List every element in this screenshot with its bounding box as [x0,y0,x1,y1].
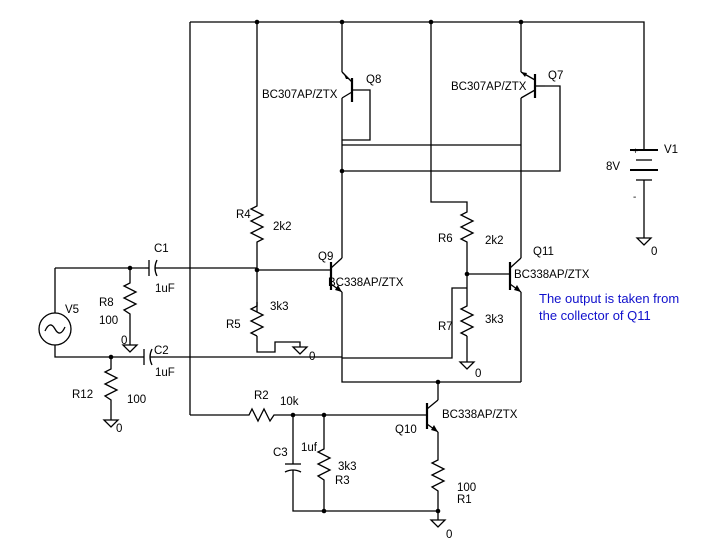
label-c3: C3 [273,447,288,459]
label-r4-value: 2k2 [273,221,292,233]
label-gnd-r5: 0 [309,351,315,363]
label-c1: C1 [154,243,169,255]
resistor-r8 [122,278,138,318]
label-gnd-r7: 0 [475,368,481,380]
label-r2-value: 10k [280,396,299,408]
capacitor-c3 [284,460,302,476]
label-r7-value: 3k3 [485,314,504,326]
label-v1-minus: - [633,192,636,203]
ground-bottom [429,519,447,528]
transistor-q9 [329,257,343,293]
label-c3-value: 1uf [301,442,318,454]
resistor-r2 [245,407,277,423]
wires [54,21,645,520]
label-gnd-v1: 0 [651,246,657,258]
label-q7: Q7 [548,70,563,82]
label-r4: R4 [236,209,251,221]
label-q8: Q8 [366,74,381,86]
transistor-q10 [425,399,439,433]
label-r3-value: 3k3 [338,461,357,473]
transistor-q11 [508,257,522,293]
component-labels: C1 1uF C2 1uF C3 1uf R4 2k2 R5 3k3 R6 2k… [65,70,678,541]
junction-dots [108,19,524,514]
label-q10: Q10 [395,424,417,436]
resistor-r3 [316,444,332,484]
output-note-line1: The output is taken from [539,291,679,306]
label-r5-value: 3k3 [270,301,289,313]
label-c2: C2 [154,345,169,357]
label-q11: Q11 [533,246,554,258]
resistor-r1 [430,455,446,495]
label-q8-part: BC307AP/ZTX [262,89,338,101]
label-r2: R2 [254,390,269,402]
label-q9: Q9 [318,251,333,263]
resistor-r5 [249,302,265,337]
label-gnd-r8: 0 [121,335,127,347]
label-c2-value: 1uF [155,367,175,379]
label-r8-value: 100 [99,315,118,327]
capacitor-c2 [140,348,155,366]
label-q7-part: BC307AP/ZTX [451,81,527,93]
battery-v1 [630,149,658,182]
label-r12-value: 100 [127,394,146,406]
label-q9-part: BC338AP/ZTX [328,277,404,289]
resistor-r12 [103,365,119,403]
transistor-q7 [520,71,545,99]
label-v1-value: 8V [606,161,620,173]
ground-r8 [121,344,139,353]
label-q11-part: BC338AP/ZTX [514,269,590,281]
label-v1: V1 [664,144,678,156]
label-gnd-r12: 0 [116,423,122,435]
label-r5: R5 [226,319,241,331]
capacitor-c1 [145,259,160,277]
label-r6: R6 [438,233,453,245]
label-r6-value: 2k2 [485,235,504,247]
resistor-r4 [249,200,265,246]
label-r3: R3 [335,475,350,487]
label-c1-value: 1uF [155,283,175,295]
output-note-line2: the collector of Q11 [539,308,651,323]
label-v5: V5 [65,304,79,316]
voltage-source-v5 [38,312,72,346]
label-q10-part: BC338AP/ZTX [442,409,518,421]
ground-r12 [102,419,120,428]
label-r7: R7 [438,321,453,333]
resistor-r6 [459,208,475,246]
ground-v1 [635,237,653,246]
ground-r5 [291,346,309,355]
label-r8: R8 [99,297,114,309]
ground-r7 [458,361,476,370]
label-r12: R12 [72,389,93,401]
label-r1-value: 100 [457,482,476,494]
transistor-q8 [341,71,354,102]
resistor-r7 [459,302,475,337]
label-v1-plus: + [633,146,638,156]
label-gnd-bottom: 0 [446,529,452,541]
label-r1: R1 [457,494,472,506]
output-note: The output is taken from the collector o… [539,291,679,323]
